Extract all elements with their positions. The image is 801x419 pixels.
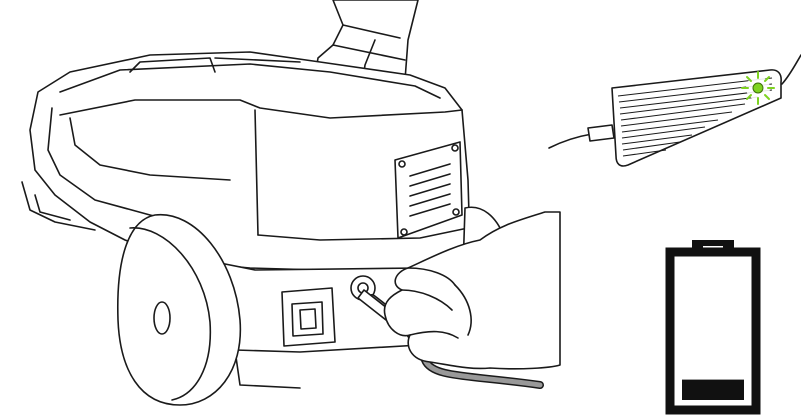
- charger-cable-right: [782, 55, 801, 84]
- battery-low-icon: [670, 240, 756, 410]
- charger-led-indicator: [742, 72, 774, 104]
- charger-cable-left: [549, 134, 592, 148]
- battery-level-fill: [682, 380, 744, 400]
- charger-adapter: [549, 55, 801, 166]
- power-switch: [282, 288, 335, 346]
